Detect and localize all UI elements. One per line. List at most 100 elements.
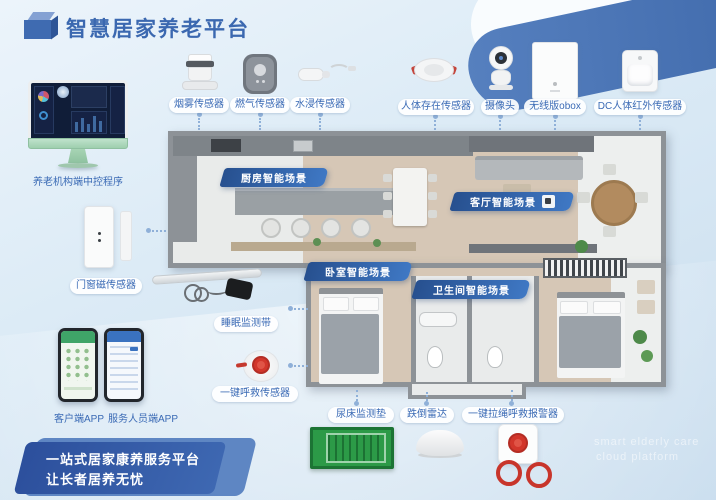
connector-line	[554, 120, 556, 130]
dashboard-donut-chart	[38, 91, 49, 102]
device-label: DC人体红外传感器	[594, 99, 686, 115]
device-label: 一键拉绳呼救报警器	[462, 407, 564, 423]
connector-line	[198, 118, 200, 130]
bed	[557, 292, 625, 378]
door-window-sensor-icon	[84, 206, 134, 270]
tv-wall-cabinet	[469, 136, 594, 152]
monitor-caption: 养老机构端中控程序	[33, 177, 123, 188]
sink-icon	[293, 140, 313, 152]
camera-body	[491, 70, 511, 86]
obox-button	[553, 82, 557, 86]
bar	[75, 122, 78, 132]
connector-line	[356, 390, 358, 401]
pillow	[593, 301, 621, 314]
sofa	[475, 156, 583, 180]
plant-icon	[373, 239, 381, 247]
control-monitor-icon	[28, 80, 128, 170]
connector-dot	[509, 401, 514, 406]
bedroom-chair	[637, 300, 655, 314]
kitchen-island	[235, 188, 403, 215]
water-sensor-plug	[348, 66, 356, 71]
app-list-lines	[110, 346, 138, 394]
connector-line	[511, 390, 513, 401]
dashboard-bar-chart	[71, 111, 107, 134]
bar-stool	[351, 218, 371, 238]
smoke-sensor-body	[188, 67, 212, 81]
app-header	[61, 331, 95, 343]
pillow	[323, 297, 349, 311]
watermark-line2: cloud platform	[596, 451, 680, 463]
stove-icon	[211, 139, 241, 152]
bar-stool	[261, 218, 281, 238]
page-title: 智慧居家养老平台	[66, 18, 250, 41]
fall-radar-icon	[416, 430, 464, 460]
client-app-phone	[58, 328, 98, 402]
dining-chair	[428, 174, 437, 182]
plant-icon	[641, 350, 653, 362]
client-app-screen	[61, 331, 95, 399]
scene-banner-label: 厨房智能场景	[241, 174, 307, 185]
round-table-chair	[577, 192, 590, 203]
device-label: 摄像头	[481, 99, 519, 115]
pull-rope-alarm-icon	[496, 424, 560, 490]
gas-sensor-button	[254, 64, 266, 76]
alarm-rope-coil	[496, 460, 522, 486]
round-table	[591, 180, 637, 226]
tv-console	[469, 244, 597, 253]
bedroom-chair	[637, 280, 655, 294]
round-table-chair	[603, 164, 616, 175]
dining-chair	[428, 192, 437, 200]
door-sensor-magnet	[120, 211, 132, 261]
obox-slot	[550, 90, 560, 92]
cube-side-face	[51, 15, 58, 40]
alarm-rope-coil	[526, 462, 552, 488]
dashboard-globe	[57, 86, 69, 98]
toilet	[487, 346, 503, 368]
scene-banner-bathroom: 卫生间智能场景	[411, 280, 531, 299]
scene-banner-living-room: 客厅智能场景	[449, 192, 575, 211]
water-sensor-body	[298, 68, 324, 81]
dining-chair	[383, 174, 392, 182]
device-label: 无线版obox	[524, 99, 586, 115]
connector-dot	[424, 401, 429, 406]
connector-dot	[638, 114, 643, 119]
monitor-stand	[68, 149, 88, 163]
connector-dot	[318, 112, 323, 117]
plant-icon	[575, 240, 588, 253]
connector-line	[499, 120, 501, 130]
cube-top-face	[27, 12, 55, 21]
connector-dot	[553, 114, 558, 119]
kitchen-counter	[173, 136, 473, 156]
floorplan-bathroom-bump	[408, 384, 526, 399]
smoke-sensor-cap	[188, 54, 212, 61]
device-label: 燃气传感器	[230, 97, 290, 113]
sleep-band-wire	[208, 286, 228, 295]
presence-sensor-icon	[410, 56, 458, 86]
pad-sensor-traces	[326, 433, 386, 463]
bar	[87, 124, 90, 132]
scene-banner-label: 卧室智能场景	[325, 268, 391, 279]
connector-dot	[354, 401, 359, 406]
water-sensor-cable	[328, 64, 350, 78]
connector-line	[294, 365, 308, 367]
footer-slogan-line2: 让长者居养无忧	[46, 472, 145, 487]
door-sensor-led	[98, 232, 101, 235]
connector-dot	[498, 114, 503, 119]
plant-icon	[633, 330, 647, 344]
device-label: 烟雾传感器	[169, 97, 229, 113]
sleep-monitor-band-icon	[151, 266, 282, 312]
sos-button-center	[257, 361, 265, 369]
wireless-obox-icon	[532, 42, 578, 100]
round-table-chair	[635, 192, 648, 203]
floorplan-upper-block	[168, 131, 666, 268]
client-app-label: 客户端APP	[53, 414, 104, 425]
device-label: 门窗磁传感器	[70, 278, 142, 294]
water-sensor-neck	[322, 71, 330, 78]
device-label: 一键呼救传感器	[212, 386, 298, 402]
dining-chair	[428, 210, 437, 218]
piano	[543, 258, 627, 278]
pir-lens	[627, 64, 653, 86]
bedwetting-pad-icon	[310, 427, 394, 471]
camera-icon	[486, 46, 516, 92]
